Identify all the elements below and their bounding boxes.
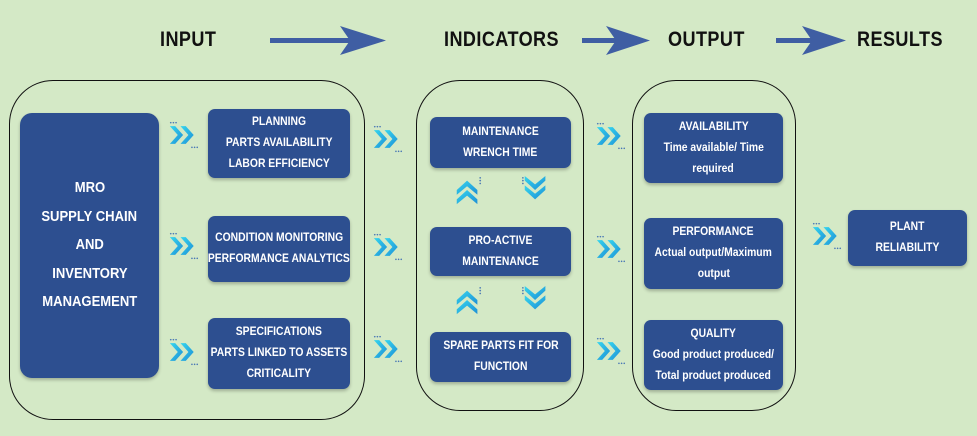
output-box-quality: QUALITY Good product produced/ Total pro… — [644, 320, 783, 390]
result-box-plant-reliability: PLANT RELIABILITY — [848, 210, 967, 266]
double-chevron-right-icon — [373, 335, 403, 363]
double-chevron-right-icon — [596, 337, 626, 365]
double-chevron-right-icon — [596, 122, 626, 150]
double-chevron-right-icon — [373, 125, 403, 153]
output-box-availability: AVAILABILITY Time available/ Time requir… — [644, 113, 783, 183]
double-chevron-right-icon — [169, 232, 199, 260]
input-box-planning: PLANNING PARTS AVAILABILITY LABOR EFFICI… — [208, 109, 350, 178]
double-chevron-up-icon — [456, 176, 482, 205]
output-box-performance: PERFORMANCE Actual output/Maximum output — [644, 218, 783, 289]
double-chevron-up-icon — [456, 286, 482, 315]
flow-arrow-icon — [270, 26, 386, 55]
stage-label-input: INPUT — [160, 28, 217, 51]
input-box-specifications: SPECIFICATIONS PARTS LINKED TO ASSETS CR… — [208, 318, 350, 389]
flow-arrow-icon — [776, 26, 846, 55]
indicators-group — [416, 80, 584, 411]
input-group — [9, 80, 365, 420]
indicator-box-wrench-time: MAINTENANCE WRENCH TIME — [430, 117, 571, 168]
double-chevron-right-icon — [373, 233, 403, 261]
input-box-condition-monitoring: CONDITION MONITORING PERFORMANCE ANALYTI… — [208, 216, 350, 282]
double-chevron-down-icon — [522, 175, 546, 200]
double-chevron-right-icon — [596, 235, 626, 263]
indicator-box-spare-parts: SPARE PARTS FIT FOR FUNCTION — [430, 332, 571, 382]
mro-box: MRO SUPPLY CHAIN AND INVENTORY MANAGEMEN… — [20, 113, 159, 378]
flow-arrow-icon — [582, 26, 650, 55]
output-group — [632, 80, 796, 411]
stage-label-results: RESULTS — [857, 28, 943, 51]
double-chevron-right-icon — [169, 121, 199, 149]
double-chevron-right-icon — [169, 338, 199, 366]
double-chevron-right-icon — [812, 222, 842, 250]
double-chevron-down-icon — [522, 285, 546, 310]
indicator-box-proactive-maintenance: PRO-ACTIVE MAINTENANCE — [430, 227, 571, 276]
stage-label-indicators: INDICATORS — [444, 28, 560, 51]
stage-label-output: OUTPUT — [668, 28, 745, 51]
